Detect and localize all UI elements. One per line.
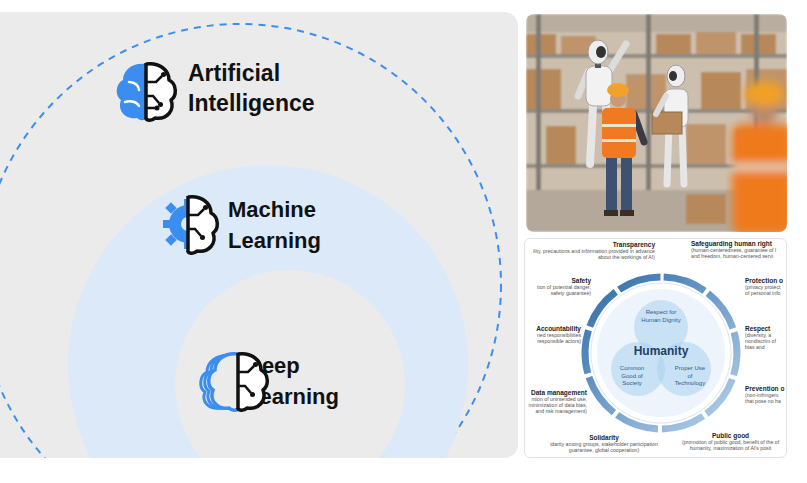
warehouse-photo: [526, 14, 787, 232]
value-text: Respect for Human Dignity: [639, 309, 683, 324]
principle-group: Safeguarding human right(human-centeredn…: [691, 240, 786, 260]
humanity-circle: Humanity Respect for Human DignityCommon …: [597, 289, 725, 417]
brain-icons: [0, 12, 518, 458]
principle-heading: Prevention o: [745, 385, 786, 393]
ethics-panel: Humanity Respect for Human DignityCommon …: [524, 238, 787, 458]
principle-description: ntion of unintended use, minimization of…: [525, 397, 587, 415]
principle-group: Transparencyility, precautions and infor…: [525, 241, 655, 261]
principle-description: ned responsibilities responsible actors): [525, 333, 581, 345]
ai-icon: [117, 63, 176, 120]
principle-group: Prevention o(non-infringem that pose no …: [745, 385, 786, 405]
principle-heading: Respect: [745, 325, 786, 333]
principle-heading: Data management: [525, 389, 587, 397]
principle-heading: Public good: [675, 432, 786, 440]
value-text: Proper Use of Technology: [672, 365, 708, 388]
principle-description: (diversity, a nondiscrim of bias and: [745, 333, 786, 351]
principle-group: Solidarityidarity among groups, stakehol…: [539, 434, 669, 454]
principle-group: Data managementntion of unintended use, …: [525, 389, 587, 415]
principle-description: (human-centeredness, guarantee of l and …: [691, 248, 786, 260]
principle-description: ility, precautions and information provi…: [525, 249, 655, 261]
principle-heading: Protection o: [745, 277, 786, 285]
principle-description: tion of potential danger, safety guarant…: [525, 285, 591, 297]
ml-circle: Machine LearningDeep Learning: [68, 165, 468, 458]
principle-description: (promotion of public good, benefit of th…: [675, 440, 786, 452]
principle-heading: Safeguarding human right: [691, 240, 786, 248]
left-panel: Artificial IntelligenceMachine LearningD…: [0, 12, 518, 458]
ml-icon: [163, 196, 217, 253]
principle-description: (privacy protect of personal info: [745, 285, 786, 297]
value-text: Common Good of Society: [614, 365, 650, 388]
warehouse-illustration: [526, 14, 787, 232]
node-title: Machine Learning: [228, 194, 363, 256]
principle-group: Protection o(privacy protect of personal…: [745, 277, 786, 297]
principle-description: (non-infringem that pose no ha: [745, 393, 786, 405]
center-title: Humanity: [611, 344, 711, 358]
principle-group: Accountabilityned responsibilities respo…: [525, 325, 581, 345]
principle-heading: Solidarity: [539, 434, 669, 442]
dl-icon: [201, 353, 268, 410]
principle-group: Public good(promotion of public good, be…: [675, 432, 786, 452]
principle-heading: Safety: [525, 277, 591, 285]
principle-heading: Transparency: [525, 241, 655, 249]
principle-heading: Accountability: [525, 325, 581, 333]
principle-group: Respect(diversity, a nondiscrim of bias …: [745, 325, 786, 351]
node-title: Artificial Intelligence: [188, 58, 338, 118]
principle-description: idarity among groups, stakeholder partic…: [539, 442, 669, 454]
principle-group: Safetytion of potential danger, safety g…: [525, 277, 591, 297]
